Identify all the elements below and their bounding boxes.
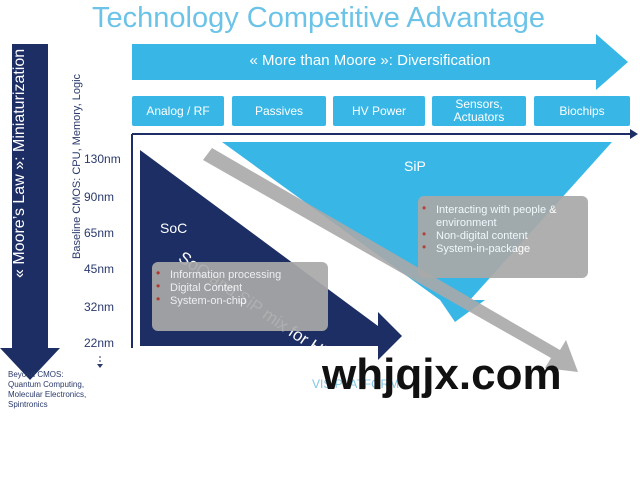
category-analog-rf: Analog / RF: [132, 96, 224, 126]
mix-arrow: [203, 148, 578, 372]
category-passives: Passives: [232, 96, 326, 126]
beyond-cmos-line: Spintronics: [8, 400, 48, 409]
sip-item: Interacting with people & environment: [418, 202, 588, 230]
node-32nm: 32nm: [84, 300, 115, 314]
beyond-cmos-line: Beyond CMOS:: [8, 370, 64, 379]
moores-law-arrow: [0, 44, 60, 380]
sip-label: SiP: [404, 158, 426, 174]
sip-info-box: Interacting with people & environment No…: [418, 196, 588, 278]
beyond-cmos-line: Quantum Computing,: [8, 380, 85, 389]
category-hv-power: HV Power: [333, 96, 425, 126]
more-than-moore-arrow: [132, 34, 628, 90]
soc-info-box: Information processing Digital Content S…: [152, 262, 328, 331]
node-22nm: 22nm: [84, 336, 115, 350]
soc-item: Digital Content: [152, 280, 328, 295]
watermark: whjqjx.com: [322, 350, 562, 399]
soc-item: Information processing: [152, 267, 328, 282]
baseline-cmos-label: Baseline CMOS: CPU, Memory, Logic: [71, 73, 83, 259]
sip-item: Non-digital content: [418, 228, 588, 243]
category-sensors-actuators: Sensors, Actuators: [432, 96, 526, 126]
moores-law-label: « Moore’s Law »: Miniaturization: [11, 48, 28, 278]
x-axis-arrowhead: [630, 129, 638, 139]
node-90nm: 90nm: [84, 190, 115, 204]
node-45nm: 45nm: [84, 262, 115, 276]
category-biochips: Biochips: [534, 96, 630, 126]
beyond-arrowhead: [97, 364, 103, 368]
beyond-cmos-line: Molecular Electronics,: [8, 390, 87, 399]
node-65nm: 65nm: [84, 226, 115, 240]
more-than-moore-label: « More than Moore »: Diversification: [249, 52, 491, 69]
page-title: Technology Competitive Advantage: [92, 2, 546, 34]
vis-platform-label: VIS PLATFORM: [312, 377, 400, 391]
node-130nm: 130nm: [84, 152, 121, 166]
sip-triangle: [222, 142, 612, 322]
soc-label: SoC: [160, 220, 188, 236]
sip-item: System-in-package: [418, 241, 588, 256]
beyond-cmos-text: Beyond CMOS: Quantum Computing, Molecula…: [8, 370, 128, 410]
soc-item: System-on-chip: [152, 293, 328, 308]
